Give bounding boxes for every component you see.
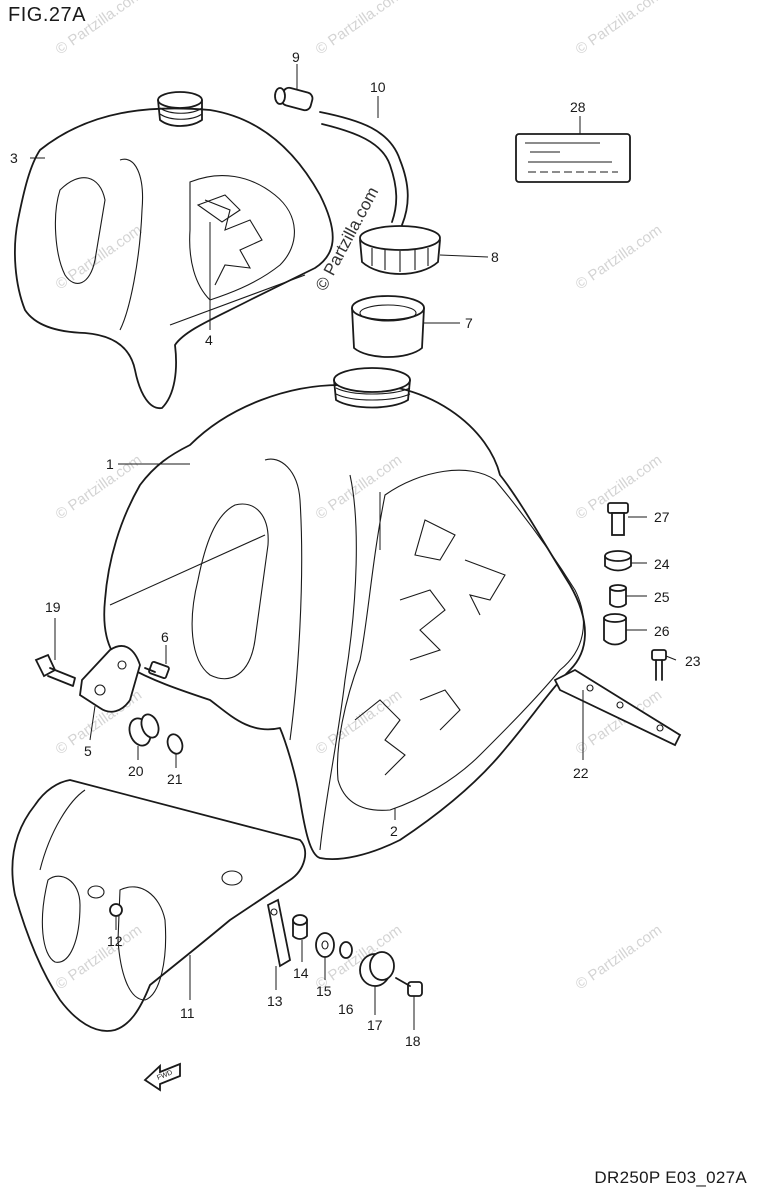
part-3-filler-neck xyxy=(157,91,203,127)
part-10-breather-hose[interactable] xyxy=(319,111,409,226)
callout-21[interactable]: 21 xyxy=(167,771,183,787)
watermark: © Partzilla.com xyxy=(573,0,666,58)
callout-16[interactable]: 16 xyxy=(338,1001,354,1017)
part-9-hose-clip[interactable] xyxy=(274,86,314,112)
callout-11[interactable]: 11 xyxy=(180,1005,195,1021)
part-6-bolt[interactable] xyxy=(144,660,170,680)
part-26-cushion[interactable] xyxy=(603,613,627,646)
part-13-bracket[interactable] xyxy=(266,898,292,968)
part-1-fuel-tank[interactable] xyxy=(103,382,586,861)
callout-10[interactable]: 10 xyxy=(370,79,386,95)
watermark: © Partzilla.com xyxy=(573,921,666,993)
callout-3[interactable]: 3 xyxy=(10,150,18,166)
leader-lines xyxy=(30,64,677,1030)
callout-1[interactable]: 1 xyxy=(106,456,114,472)
callout-6[interactable]: 6 xyxy=(161,629,169,645)
callout-20[interactable]: 20 xyxy=(128,763,144,779)
watermark: © Partzilla.com xyxy=(573,221,666,293)
part-4-shroud-decal[interactable] xyxy=(196,194,241,223)
callout-4[interactable]: 4 xyxy=(205,332,213,348)
part-2-dr-decal[interactable] xyxy=(336,469,584,811)
part-27-bolt[interactable] xyxy=(607,502,629,536)
watermark: © Partzilla.com xyxy=(313,451,406,523)
callout-12[interactable]: 12 xyxy=(107,933,123,949)
callout-25[interactable]: 25 xyxy=(654,589,670,605)
part-7-filler-seal[interactable] xyxy=(351,295,425,358)
watermark: © Partzilla.com xyxy=(313,686,406,758)
watermark: © Partzilla.com xyxy=(53,0,146,58)
callout-labels: 3 4 9 10 8 7 28 1 2 19 6 5 20 21 22 23 2… xyxy=(10,49,701,1049)
callout-2[interactable]: 2 xyxy=(390,823,398,839)
callout-7[interactable]: 7 xyxy=(465,315,473,331)
figure-title: FIG.27A xyxy=(8,4,86,26)
part-8-fuel-cap[interactable] xyxy=(359,225,441,275)
part-11-side-cover[interactable] xyxy=(11,779,307,1032)
callout-14[interactable]: 14 xyxy=(293,965,309,981)
callout-22[interactable]: 22 xyxy=(573,765,589,781)
callout-15[interactable]: 15 xyxy=(316,983,332,999)
part-24-cushion[interactable] xyxy=(604,550,632,572)
callout-26[interactable]: 26 xyxy=(654,623,670,639)
part-3-shroud[interactable] xyxy=(14,107,334,409)
watermark: © Partzilla.com xyxy=(53,221,146,293)
callout-17[interactable]: 17 xyxy=(367,1017,383,1033)
part-15-washer[interactable] xyxy=(315,932,335,958)
part-1-filler-ring xyxy=(333,367,411,409)
callout-24[interactable]: 24 xyxy=(654,556,670,572)
part-16-washer[interactable] xyxy=(339,941,353,959)
part-23-bolt[interactable] xyxy=(651,649,667,681)
part-14-collar[interactable] xyxy=(292,914,308,940)
figure-code: DR250P E03_027A xyxy=(594,1168,747,1187)
part-22-strap[interactable] xyxy=(553,668,682,747)
callout-5[interactable]: 5 xyxy=(84,743,92,759)
callout-28[interactable]: 28 xyxy=(570,99,586,115)
part-12-grommet[interactable] xyxy=(109,903,123,917)
callout-27[interactable]: 27 xyxy=(654,509,670,525)
watermark: © Partzilla.com xyxy=(313,0,406,58)
part-20-cushion[interactable] xyxy=(126,712,162,749)
part-25-collar[interactable] xyxy=(609,584,627,608)
callout-23[interactable]: 23 xyxy=(685,653,701,669)
watermark: © Partzilla.com xyxy=(53,451,146,523)
front-arrow-icon: FWD xyxy=(143,1062,181,1092)
part-19-bolt[interactable] xyxy=(34,653,76,687)
callout-9[interactable]: 9 xyxy=(292,49,300,65)
part-18-bolt[interactable] xyxy=(395,977,423,997)
watermark: © Partzilla.com xyxy=(53,921,146,993)
callout-13[interactable]: 13 xyxy=(267,993,283,1009)
part-5-bracket[interactable] xyxy=(79,645,141,713)
callout-19[interactable]: 19 xyxy=(45,599,61,615)
part-21-collar[interactable] xyxy=(165,732,185,756)
part-28-caution-label[interactable] xyxy=(515,133,631,183)
callout-18[interactable]: 18 xyxy=(405,1033,421,1049)
callout-8[interactable]: 8 xyxy=(491,249,499,265)
part-17-cushion[interactable] xyxy=(359,951,395,987)
